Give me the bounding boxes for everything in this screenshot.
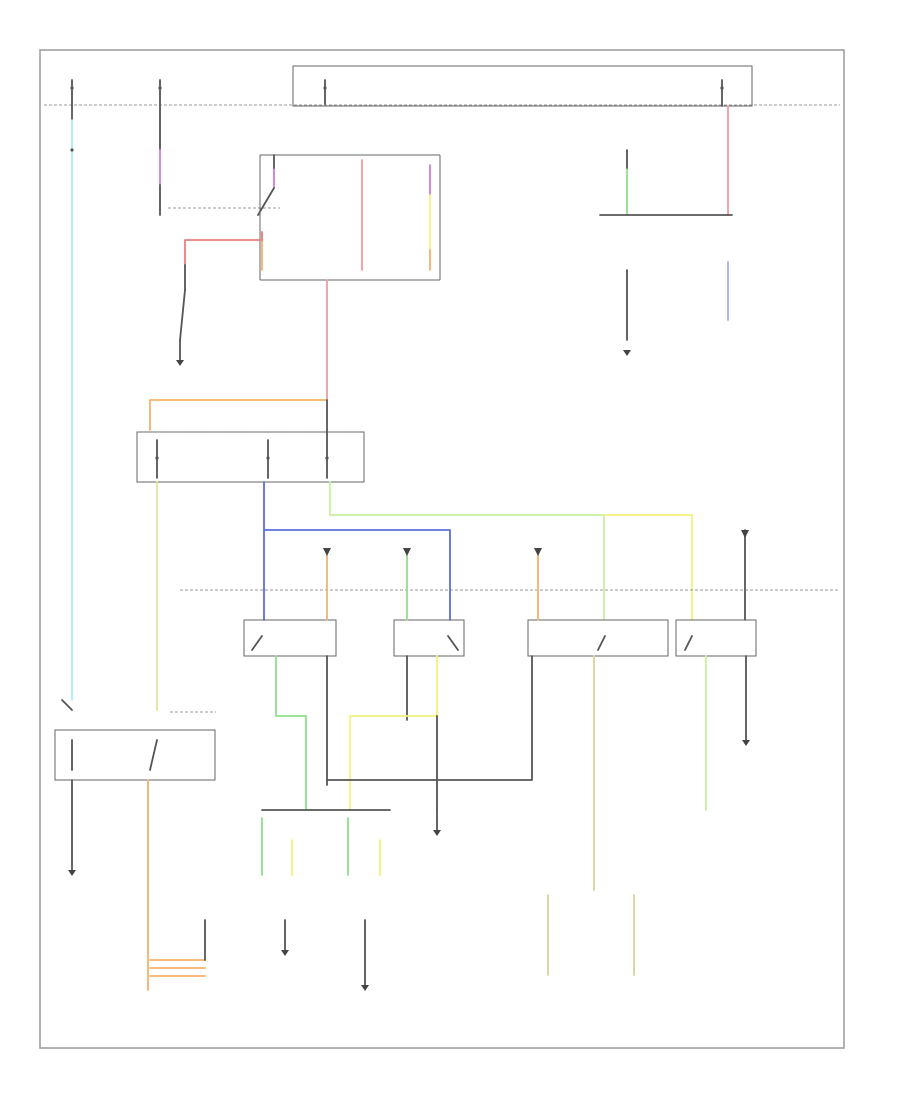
relay-row <box>243 530 757 657</box>
left-feed-wire <box>61 119 74 711</box>
lower-wires <box>54 655 750 991</box>
center-trunk <box>149 279 328 431</box>
top-fuse-area <box>44 65 840 151</box>
bottom-connectors <box>261 809 635 991</box>
power-distribution-box <box>292 65 753 107</box>
bus-wires <box>156 481 840 711</box>
upper-relay-area <box>159 149 441 366</box>
right-relay-area <box>599 105 733 356</box>
middle-fuse-box <box>136 399 365 483</box>
diagram-frame <box>39 49 845 1049</box>
